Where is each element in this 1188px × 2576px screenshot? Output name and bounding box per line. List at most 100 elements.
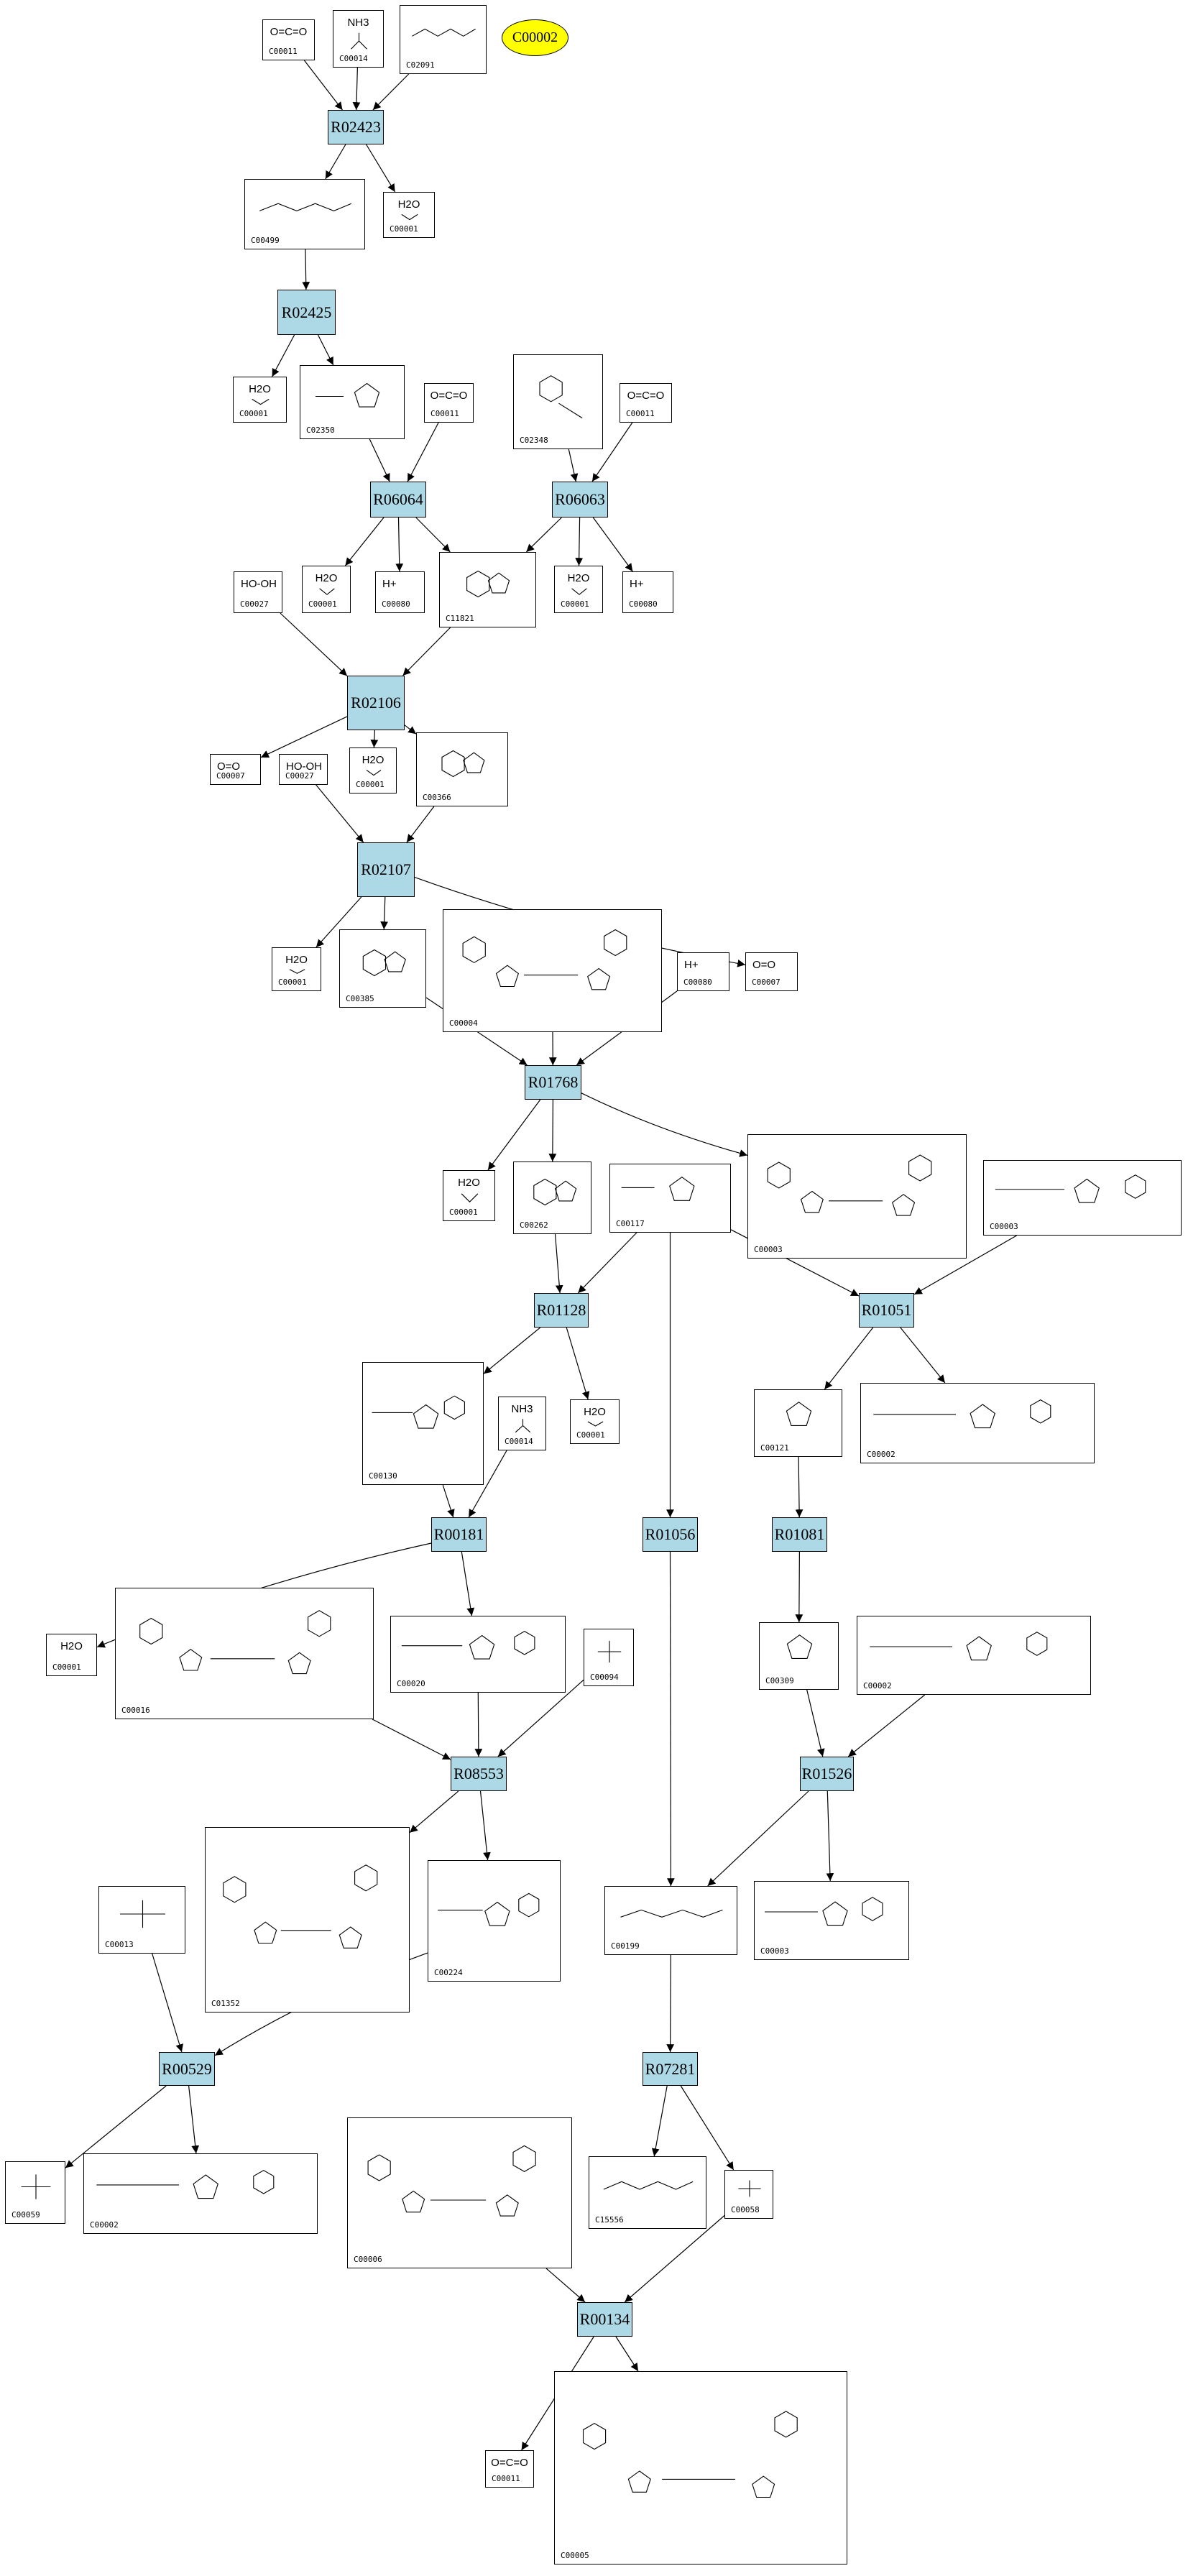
reaction-node-R06064[interactable]: R06064 bbox=[370, 482, 426, 518]
edge-C00499-to-R02425 bbox=[302, 249, 310, 290]
reaction-label: R01051 bbox=[861, 1301, 912, 1319]
compound-node-C02350[interactable]: C02350 bbox=[300, 365, 405, 439]
reaction-node-R00529[interactable]: R00529 bbox=[159, 2052, 215, 2086]
compound-node-C00117[interactable]: C00117 bbox=[609, 1164, 731, 1233]
compound-node-C01352[interactable]: C01352 bbox=[205, 1827, 410, 2012]
edge-R00529-to-C00059 bbox=[65, 2085, 167, 2168]
compound-node-C00309[interactable]: C00309 bbox=[759, 1622, 839, 1690]
compound-node-C00080[interactable]: H+C00080 bbox=[622, 571, 673, 613]
reaction-node-R01768[interactable]: R01768 bbox=[525, 1065, 581, 1100]
compound-id-label: C00094 bbox=[590, 1673, 619, 1682]
reaction-node-R00181[interactable]: R00181 bbox=[431, 1517, 487, 1552]
compound-id-label: C00080 bbox=[382, 599, 410, 609]
molecule-structure-drawing bbox=[597, 1641, 622, 1662]
reaction-node-R08553[interactable]: R08553 bbox=[451, 1757, 507, 1791]
molecule-structure-drawing bbox=[401, 213, 418, 221]
reaction-node-R02106[interactable]: R02106 bbox=[347, 676, 405, 730]
reaction-node-R02107[interactable]: R02107 bbox=[357, 842, 415, 897]
compound-node-C02091[interactable]: C02091 bbox=[400, 5, 487, 74]
compound-formula: HO-OH bbox=[241, 578, 277, 590]
edge-C00309-to-R01526 bbox=[806, 1689, 825, 1757]
compound-node-C00013[interactable]: C00013 bbox=[98, 1886, 185, 1954]
molecule-structure-drawing bbox=[603, 2181, 694, 2190]
reaction-node-R01056[interactable]: R01056 bbox=[643, 1517, 698, 1552]
compound-node-C00003[interactable]: C00003 bbox=[747, 1134, 967, 1259]
compound-node-C00130[interactable]: C00130 bbox=[362, 1362, 484, 1485]
compound-node-C00004[interactable]: C00004 bbox=[443, 909, 662, 1032]
compound-node-C02348[interactable]: C02348 bbox=[513, 354, 603, 449]
edge-C00002-to-R01526 bbox=[847, 1694, 926, 1757]
reaction-label: R01081 bbox=[774, 1525, 825, 1543]
compound-node-C00080[interactable]: H+C00080 bbox=[375, 571, 425, 613]
edge-R08553-to-C01352 bbox=[409, 1790, 459, 1834]
compound-node-C00002[interactable]: C00002 bbox=[860, 1383, 1095, 1463]
compound-node-C00199[interactable]: C00199 bbox=[604, 1886, 737, 1955]
compound-node-C11821[interactable]: C11821 bbox=[439, 552, 536, 627]
reaction-label: R06063 bbox=[555, 490, 605, 508]
compound-id-label: C00001 bbox=[356, 780, 385, 789]
compound-node-C00016[interactable]: C00016 bbox=[115, 1588, 374, 1719]
compound-node-C00262[interactable]: C00262 bbox=[513, 1162, 591, 1234]
edge-C00011-to-R06063 bbox=[591, 422, 633, 482]
compound-node-C00020[interactable]: C00020 bbox=[390, 1616, 566, 1693]
compound-node-C00058[interactable]: C00058 bbox=[724, 2170, 773, 2219]
reaction-node-R06063[interactable]: R06063 bbox=[552, 482, 608, 518]
compound-node-C00224[interactable]: C00224 bbox=[428, 1860, 561, 1982]
molecule-structure-drawing bbox=[621, 1177, 695, 1201]
compound-id-label: C00117 bbox=[616, 1219, 645, 1228]
reaction-node-R01051[interactable]: R01051 bbox=[859, 1293, 914, 1328]
edge-R07281-to-C00058 bbox=[680, 2085, 735, 2171]
edge-R07281-to-C15556 bbox=[651, 2085, 668, 2157]
reaction-node-R01081[interactable]: R01081 bbox=[772, 1517, 827, 1552]
edge-R02106-to-C00366 bbox=[404, 724, 417, 735]
edge-R06064-to-C00080 bbox=[395, 517, 404, 572]
reaction-label: R01768 bbox=[528, 1073, 579, 1091]
compound-node-C00094[interactable]: C00094 bbox=[584, 1629, 634, 1686]
compound-node-C00499[interactable]: C00499 bbox=[244, 179, 365, 249]
compound-node-C00002[interactable]: C00002 bbox=[83, 2153, 318, 2234]
compound-formula: H2O bbox=[397, 198, 420, 211]
reaction-node-R07281[interactable]: R07281 bbox=[643, 2052, 698, 2086]
edge-C00094-to-R08553 bbox=[497, 1679, 584, 1757]
reaction-label: R02107 bbox=[361, 860, 411, 878]
compound-node-C00005[interactable]: C00005 bbox=[554, 2371, 847, 2564]
reaction-node-R02423[interactable]: R02423 bbox=[328, 110, 384, 144]
compound-node-C00385[interactable]: C00385 bbox=[339, 929, 426, 1008]
compound-node-C15556[interactable]: C15556 bbox=[589, 2156, 706, 2229]
reaction-node-R01526[interactable]: R01526 bbox=[800, 1757, 854, 1791]
compound-node-C00059[interactable]: C00059 bbox=[5, 2161, 65, 2224]
edge-R01051-to-C00121 bbox=[824, 1327, 874, 1390]
molecule-structure-drawing bbox=[139, 1610, 331, 1675]
compound-node-C00366[interactable]: C00366 bbox=[416, 732, 508, 806]
compound-node-C00121[interactable]: C00121 bbox=[754, 1389, 842, 1457]
molecule-structure-drawing bbox=[515, 1419, 531, 1433]
compound-node-C00002[interactable]: C00002 bbox=[857, 1616, 1091, 1695]
reaction-node-R02425[interactable]: R02425 bbox=[277, 290, 336, 335]
compound-node-C00080[interactable]: H+C00080 bbox=[677, 952, 729, 991]
compound-node-C00003[interactable]: C00003 bbox=[983, 1160, 1182, 1236]
compound-highlight-C00002[interactable]: C00002 bbox=[502, 19, 568, 56]
reaction-node-R01128[interactable]: R01128 bbox=[534, 1293, 589, 1328]
compound-node-C00003[interactable]: C00003 bbox=[754, 1881, 909, 1960]
reaction-node-R00134[interactable]: R00134 bbox=[577, 2302, 632, 2337]
compound-node-C00006[interactable]: C00006 bbox=[347, 2117, 572, 2268]
